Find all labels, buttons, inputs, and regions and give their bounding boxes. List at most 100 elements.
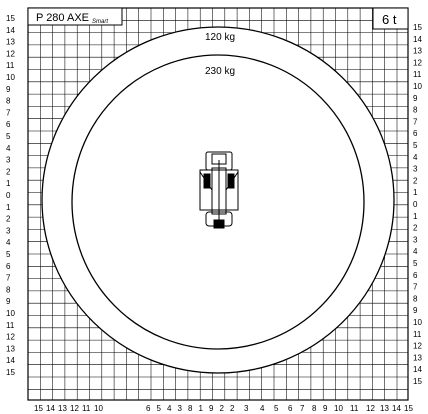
y-tick-label: 12 (6, 49, 15, 58)
y-tick-label: 5 (413, 259, 418, 268)
y-tick-label: 15 (413, 23, 422, 32)
x-tick-label: 12 (70, 404, 79, 413)
x-tick-label: 5 (274, 404, 279, 413)
y-tick-label: 11 (6, 321, 15, 330)
y-tick-label: 6 (6, 262, 11, 271)
y-labels-left: 1514131211109876543210123456789101112131… (6, 14, 15, 377)
y-tick-label: 11 (413, 70, 422, 79)
y-tick-label: 9 (413, 94, 418, 103)
y-tick-label: 2 (413, 224, 418, 233)
model-box (27, 7, 123, 26)
x-tick-label: 7 (300, 404, 305, 413)
x-tick-label: 5 (157, 404, 162, 413)
x-tick-label: 10 (94, 404, 103, 413)
y-tick-label: 0 (6, 191, 11, 200)
x-tick-label: 13 (380, 404, 389, 413)
y-tick-label: 15 (413, 377, 422, 386)
y-tick-label: 0 (413, 200, 418, 209)
x-tick-label: 3 (178, 404, 183, 413)
y-tick-label: 7 (413, 117, 418, 126)
y-tick-label: 11 (413, 330, 422, 339)
y-tick-label: 4 (413, 247, 418, 256)
y-tick-label: 4 (6, 238, 11, 247)
y-tick-label: 1 (6, 203, 11, 212)
y-tick-label: 4 (413, 153, 418, 162)
y-tick-label: 7 (6, 108, 11, 117)
x-tick-label: 4 (260, 404, 265, 413)
x-tick-label: 14 (392, 404, 401, 413)
ring-label-inner: 230 kg (205, 66, 235, 77)
y-tick-label: 3 (6, 226, 11, 235)
y-tick-label: 10 (6, 73, 15, 82)
capacity-label: 6 t (382, 12, 397, 27)
x-tick-label: 8 (188, 404, 193, 413)
x-tick-label: 13 (58, 404, 67, 413)
y-tick-label: 14 (413, 365, 422, 374)
y-tick-label: 14 (6, 26, 15, 35)
y-tick-label: 10 (413, 318, 422, 327)
y-tick-label: 9 (413, 306, 418, 315)
x-tick-label: 8 (312, 404, 317, 413)
y-tick-label: 1 (413, 212, 418, 221)
y-tick-label: 6 (6, 120, 11, 129)
x-tick-label: 2 (230, 404, 235, 413)
y-tick-label: 3 (413, 165, 418, 174)
y-tick-label: 12 (6, 333, 15, 342)
x-tick-label: 2 (220, 404, 225, 413)
y-tick-label: 8 (413, 106, 418, 115)
y-tick-label: 7 (6, 274, 11, 283)
inner-reach-ring (71, 54, 365, 350)
y-tick-label: 15 (6, 14, 15, 23)
y-tick-label: 12 (413, 342, 422, 351)
y-tick-label: 1 (6, 179, 11, 188)
x-tick-label: 1 (199, 404, 204, 413)
y-tick-label: 9 (6, 85, 11, 94)
y-tick-label: 6 (413, 129, 418, 138)
x-tick-label: 14 (46, 404, 55, 413)
x-tick-label: 3 (244, 404, 249, 413)
y-tick-label: 1 (413, 188, 418, 197)
y-tick-label: 2 (413, 176, 418, 185)
y-tick-label: 12 (413, 58, 422, 67)
y-tick-label: 15 (6, 368, 15, 377)
x-tick-label: 15 (34, 404, 43, 413)
y-tick-label: 10 (6, 309, 15, 318)
ring-label-outer: 120 kg (205, 32, 235, 43)
x-tick-label: 6 (146, 404, 151, 413)
x-tick-label: 15 (404, 404, 413, 413)
y-tick-label: 10 (413, 82, 422, 91)
model-label: P 280 AXE (36, 12, 89, 24)
x-tick-label: 11 (350, 404, 359, 413)
x-tick-label: 12 (366, 404, 375, 413)
y-tick-label: 13 (413, 47, 422, 56)
y-tick-label: 13 (413, 353, 422, 362)
y-tick-label: 11 (6, 61, 15, 70)
y-tick-label: 5 (6, 250, 11, 259)
capacity-box (372, 7, 409, 30)
y-tick-label: 13 (6, 38, 15, 47)
x-tick-label: 6 (288, 404, 293, 413)
y-tick-label: 8 (6, 285, 11, 294)
x-tick-label: 9 (209, 404, 214, 413)
x-tick-label: 9 (323, 404, 328, 413)
y-tick-label: 8 (6, 97, 11, 106)
y-labels-right: 1514131211109876543210123456789101112131… (413, 23, 422, 386)
y-tick-label: 6 (413, 271, 418, 280)
machine-icon (199, 151, 239, 229)
y-tick-label: 8 (413, 294, 418, 303)
y-tick-label: 2 (6, 167, 11, 176)
y-tick-label: 7 (413, 283, 418, 292)
y-tick-label: 14 (413, 35, 422, 44)
y-tick-label: 9 (6, 297, 11, 306)
x-tick-label: 4 (167, 404, 172, 413)
variant-label: Smart (92, 19, 108, 25)
y-tick-label: 5 (413, 141, 418, 150)
y-tick-label: 14 (6, 356, 15, 365)
x-tick-label: 11 (82, 404, 91, 413)
y-tick-label: 3 (6, 156, 11, 165)
y-tick-label: 2 (6, 215, 11, 224)
y-tick-label: 4 (6, 144, 11, 153)
y-tick-label: 13 (6, 344, 15, 353)
